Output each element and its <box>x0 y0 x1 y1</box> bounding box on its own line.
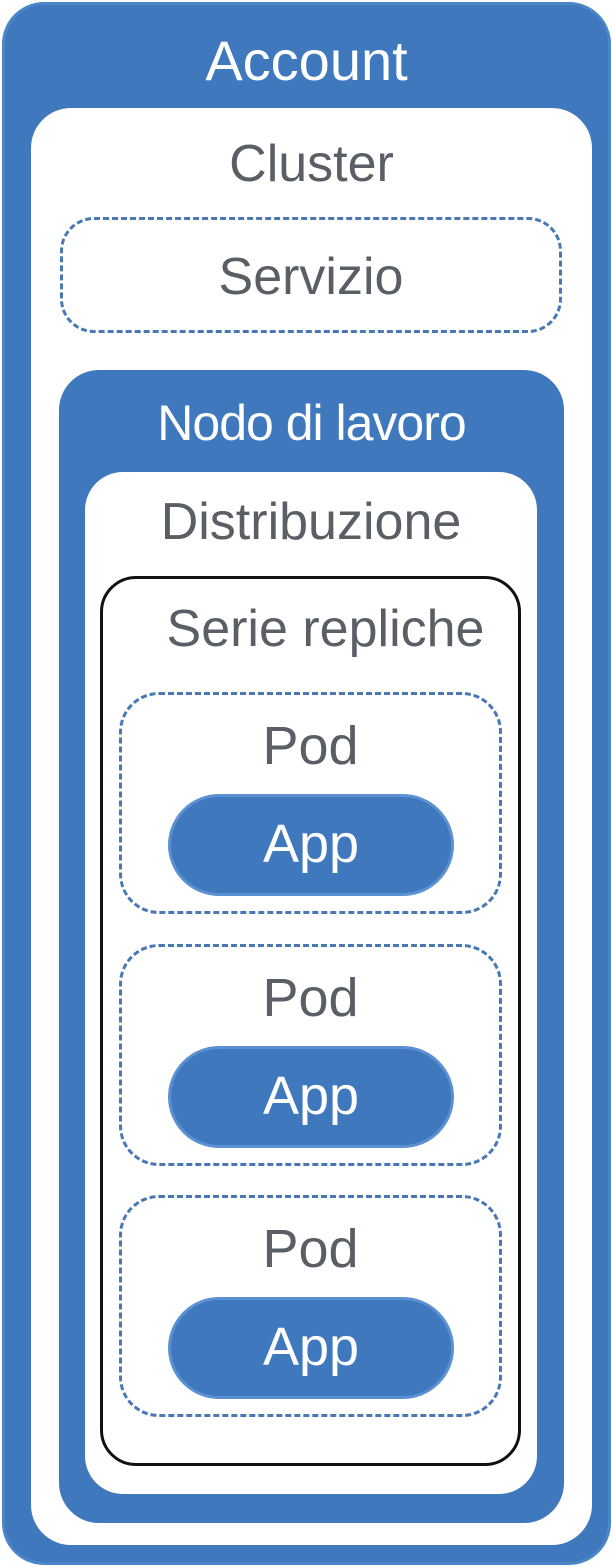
deployment-container: Distribuzione Serie repliche Pod App Pod… <box>85 472 537 1494</box>
app-container: App <box>168 1046 454 1148</box>
deployment-label: Distribuzione <box>160 493 462 551</box>
account-label: Account <box>205 29 408 92</box>
replica-set-container: Serie repliche Pod App Pod App <box>100 576 521 1466</box>
app-container: App <box>168 1297 454 1399</box>
service-label: Servizio <box>218 248 404 306</box>
pod-container: Pod App <box>119 692 502 914</box>
app-label: App <box>262 814 360 874</box>
pod-container: Pod App <box>119 1195 502 1417</box>
cluster-label: Cluster <box>229 135 394 193</box>
app-label: App <box>262 1317 360 1377</box>
pod-label: Pod <box>262 968 359 1028</box>
app-label: App <box>262 1066 360 1126</box>
service-container: Servizio <box>60 217 562 333</box>
worker-node-container: Nodo di lavoro Distribuzione Serie repli… <box>59 370 564 1523</box>
cluster-container: Cluster Servizio Nodo di lavoro Distribu… <box>31 108 592 1545</box>
pod-label: Pod <box>262 1219 359 1279</box>
worker-node-label: Nodo di lavoro <box>157 395 466 451</box>
pod-container: Pod App <box>119 944 502 1166</box>
pod-label: Pod <box>262 716 359 776</box>
replica-set-label: Serie repliche <box>166 600 485 658</box>
app-container: App <box>168 794 454 896</box>
